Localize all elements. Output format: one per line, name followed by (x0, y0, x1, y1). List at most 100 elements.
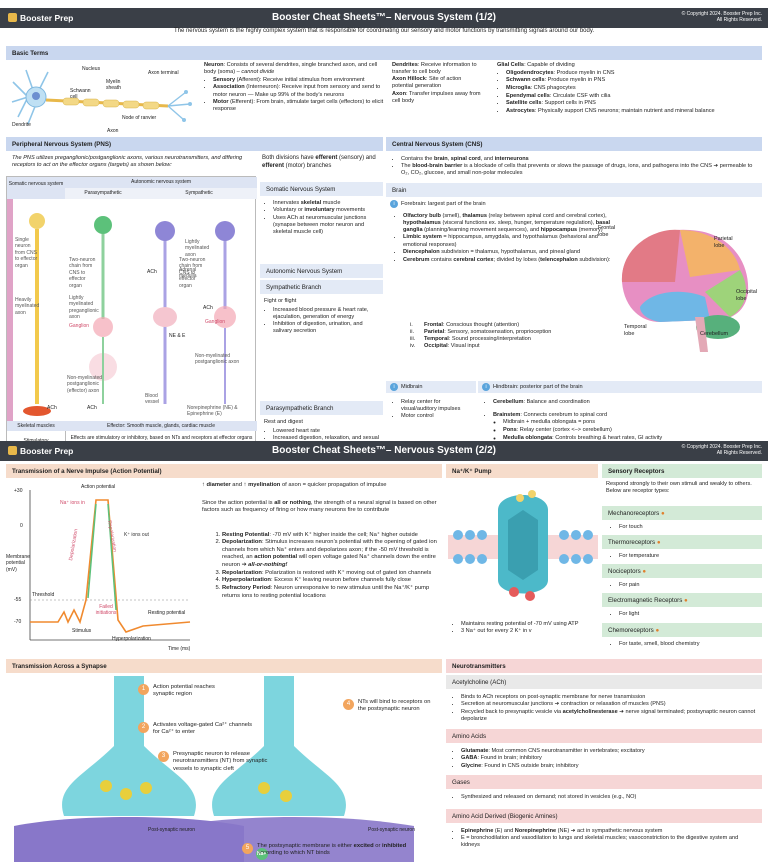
lobes-list: i.Frontal: Conscious thought (attention)… (410, 322, 630, 351)
copyright-line: © Copyright 2024. Booster Prep Inc. (681, 444, 762, 450)
list-item: Pons: Relay center (cortex <–> cerebellu… (503, 427, 758, 434)
list-item: For pain (619, 582, 762, 589)
text: , and (480, 155, 495, 162)
pain-face-icon: ● (642, 568, 647, 576)
list-item: Motor (Efferent): From brain, stimulate … (213, 99, 388, 113)
list-item: Glycine: Found in CNS outside brain; inh… (461, 763, 758, 770)
ne-e-label: NE & E (169, 333, 186, 339)
nonmyel-label-2: Non-myelinated postganglionic axon (195, 353, 240, 366)
temporal-label: Temporal lobe (624, 324, 647, 338)
ap-heading: Transmission of a Nerve Impulse (Action … (6, 464, 442, 478)
receptor-heading: Thermoreceptors ● (602, 535, 762, 550)
step-item: Depolarization: Stimulus increases neuro… (222, 539, 438, 569)
text: : Circulate CSF with cilia (549, 92, 611, 99)
term: Dendrites (392, 62, 418, 68)
text: Voluntary or (273, 207, 305, 214)
pns-diagram: Somatic nervous system Autonomic nervous… (6, 176, 257, 454)
text: Innervates (273, 199, 301, 206)
nucleus-label: Nucleus (82, 66, 101, 72)
term: Association (213, 84, 245, 91)
na-label: Na+ (257, 851, 267, 857)
ach-list: Binds to ACh receptors on post-synaptic … (452, 693, 758, 724)
copyright-line: All Rights Reserved. (716, 17, 762, 23)
axon-label: Axon (107, 128, 119, 134)
term: efferent (315, 155, 338, 161)
term: blood-brain barrier (412, 163, 463, 170)
term: Satellite cells (506, 100, 542, 107)
lightly-myel-label-b: Lightly myelinated axon (185, 239, 210, 258)
autonomic-label: Autonomic nervous system (65, 177, 257, 188)
list-item: For taste, smell, blood chemistry (619, 641, 762, 648)
hindbrain-list: Cerebellum: Balance and coordinationBrai… (484, 398, 758, 442)
text: movements (334, 207, 366, 214)
booster-logo-icon (8, 13, 17, 22)
copyright: © Copyright 2024. Booster Prep Inc.All R… (682, 11, 762, 23)
term: Axon Hillock (392, 76, 426, 83)
receptor-name: Chemoreceptors (608, 626, 654, 634)
receptor-name: Mechanoreceptors (608, 510, 660, 517)
amino-heading: Amino Acids (446, 729, 762, 743)
text: : Receive information to transfer to cel… (392, 62, 477, 76)
list-item: Olfactory bulb (smell), thalamus (relay … (403, 213, 620, 234)
text: The (401, 163, 413, 170)
lobe-item: ii.Parietal: Sensory, somatosensation, p… (410, 329, 552, 336)
list-item: Astrocytes: Physically support CNS neuro… (506, 108, 759, 115)
step-number-icon: 3 (158, 751, 169, 762)
lightly-myel-label: Lightly myelinated preganglionic axon (69, 295, 99, 321)
forebrain-list: Olfactory bulb (smell), thalamus (relay … (394, 212, 620, 265)
step-number-icon: 4 (343, 699, 354, 710)
neuron-definition: Neuron: Consists of several dendrites, s… (204, 62, 388, 114)
brand-name: Booster Prep (20, 446, 74, 456)
list-item: Voluntary or involuntary movements (273, 207, 382, 214)
text: (Efferent): From brain, stimulate target… (213, 99, 384, 113)
graph-title: Action potential (81, 484, 116, 490)
list-item: Ependymal cells: Circulate CSF with cili… (506, 93, 759, 100)
heavily-myel-label: Heavily myelinated axon (15, 297, 40, 316)
text: Uses ACh at neuromuscular junctions (syn… (273, 214, 367, 236)
lobe-item: iii.Temporal: Sound processing/interpret… (410, 336, 531, 343)
list-item: Increased blood pressure & heart rate, e… (273, 307, 382, 321)
brain-diagram (621, 229, 749, 352)
x-axis-label: Time (ms) (168, 646, 191, 652)
ne-e-full-label: Norepinephrine (NE) & Epinephrine (E) (187, 405, 238, 418)
cerebellum-label: Cerebellum (700, 331, 729, 337)
post-synaptic-label: Post-synaptic neuron (148, 827, 195, 833)
brain-heading: Brain (386, 183, 762, 197)
copyright-line: All Rights Reserved. (716, 450, 762, 456)
list-item: GABA: Found in brain; inhibitory (461, 755, 758, 762)
effector-label: Effector: Smooth muscle, glands, cardiac… (65, 421, 257, 431)
brand-name: Booster Prep (20, 13, 74, 23)
receptor-list: For touch (610, 524, 762, 531)
list-item: Contains the brain, spinal cord, and int… (401, 156, 758, 163)
pump-heading: Na⁺/K⁺ Pump (446, 464, 598, 478)
ganglion-label: Ganglion (69, 323, 90, 329)
neuron-term: Neuron (204, 62, 224, 68)
biogenic-list: Epinephrine (E) and Norepinephrine (NE) … (452, 827, 758, 850)
para-label: Parasympathetic (65, 188, 141, 199)
step-item: Hyperpolarization: Excess K⁺ leaving neu… (222, 577, 438, 584)
synapse-heading: Transmission Across a Synapse (6, 659, 442, 673)
brand: Booster Prep (8, 446, 73, 457)
list-item: For light (619, 611, 762, 618)
list-item: The blood-brain barrier is a blockade of… (401, 163, 758, 177)
list-item: Medulla oblongata: Controls breathing & … (503, 435, 758, 442)
list-item: Diencephalon subdivision = thalamus, hyp… (403, 249, 620, 256)
basic-terms-heading: Basic Terms (6, 46, 762, 60)
copyright-line: © Copyright 2024. Booster Prep Inc. (681, 11, 762, 17)
info-icon: i (482, 383, 490, 391)
list-item: Relay center for visual/auditory impulse… (401, 399, 476, 413)
pns-heading: Peripheral Nervous System (PNS) (6, 137, 383, 151)
somatic-heading: Somatic Nervous System (260, 182, 383, 196)
ach-label: ACh (147, 269, 157, 275)
list-item: For temperature (619, 553, 762, 560)
list-item: Midbrain + medulla oblongata = pons (503, 419, 758, 426)
list-item: Satellite cells: Support cells in PNS (506, 100, 759, 107)
single-neuron-label: Single neuron from CNS to effector organ (15, 237, 38, 269)
term: skeletal (300, 199, 322, 206)
text: , (447, 155, 451, 162)
symp-label: Sympathetic (141, 188, 257, 199)
